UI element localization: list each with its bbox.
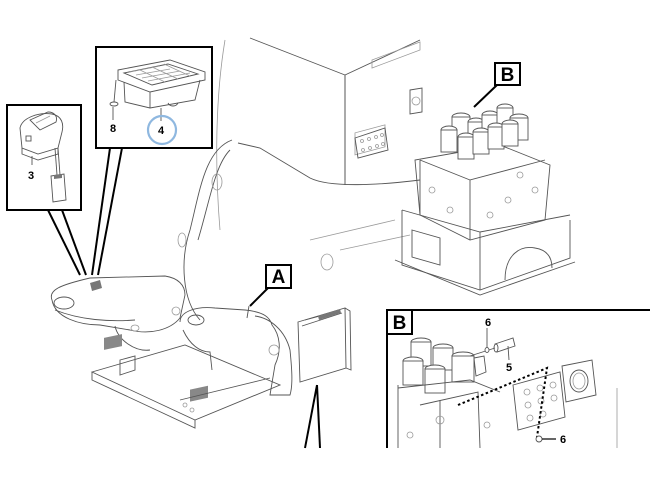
right-joystick-console (179, 305, 293, 396)
leader-control-unit (304, 384, 321, 449)
callout-b-main: B (473, 62, 521, 108)
seal-6-lower (535, 435, 543, 443)
leader-button-box (91, 147, 123, 276)
button-box-part (117, 59, 206, 109)
detail-valve-body (397, 379, 501, 449)
solenoid-spools (440, 103, 529, 160)
control-unit (297, 307, 352, 383)
part-number-8: 8 (110, 123, 116, 135)
detail-cover-plate (561, 359, 597, 403)
pedal-grip-right (190, 385, 208, 402)
part-number-4: 4 (158, 125, 165, 137)
main-valve-block (394, 87, 576, 296)
detail-rotary-switch: 3 (6, 104, 82, 211)
detail-flange-plate (512, 371, 566, 431)
machine-body (177, 37, 421, 321)
callout-b-label: B (501, 65, 515, 86)
callout-a: A (249, 264, 292, 307)
screw-8 (109, 79, 119, 107)
valve-stand (394, 209, 576, 296)
part-number-5: 5 (506, 362, 512, 374)
part-number-6-lower: 6 (560, 434, 566, 446)
detail-view-b: B (386, 309, 650, 449)
part-number-6-upper: 6 (485, 317, 491, 329)
left-joystick-console (50, 275, 186, 351)
floor-plate (90, 334, 282, 429)
callout-a-label: A (272, 267, 286, 288)
assembly-dotted-line (457, 366, 549, 438)
seal-6-upper (484, 347, 490, 353)
leader-rotary-switch (47, 209, 87, 276)
callout-b-detail-label: B (393, 313, 407, 334)
pedal-grip-left (104, 334, 122, 350)
sensor-5 (469, 337, 516, 361)
rotary-switch-part (19, 111, 67, 203)
part-number-3: 3 (28, 170, 34, 182)
highlight-circle (146, 114, 178, 146)
detail-valve-spools (402, 337, 487, 394)
connector-plate (354, 127, 389, 159)
detail-button-box: 8 4 (95, 46, 213, 149)
